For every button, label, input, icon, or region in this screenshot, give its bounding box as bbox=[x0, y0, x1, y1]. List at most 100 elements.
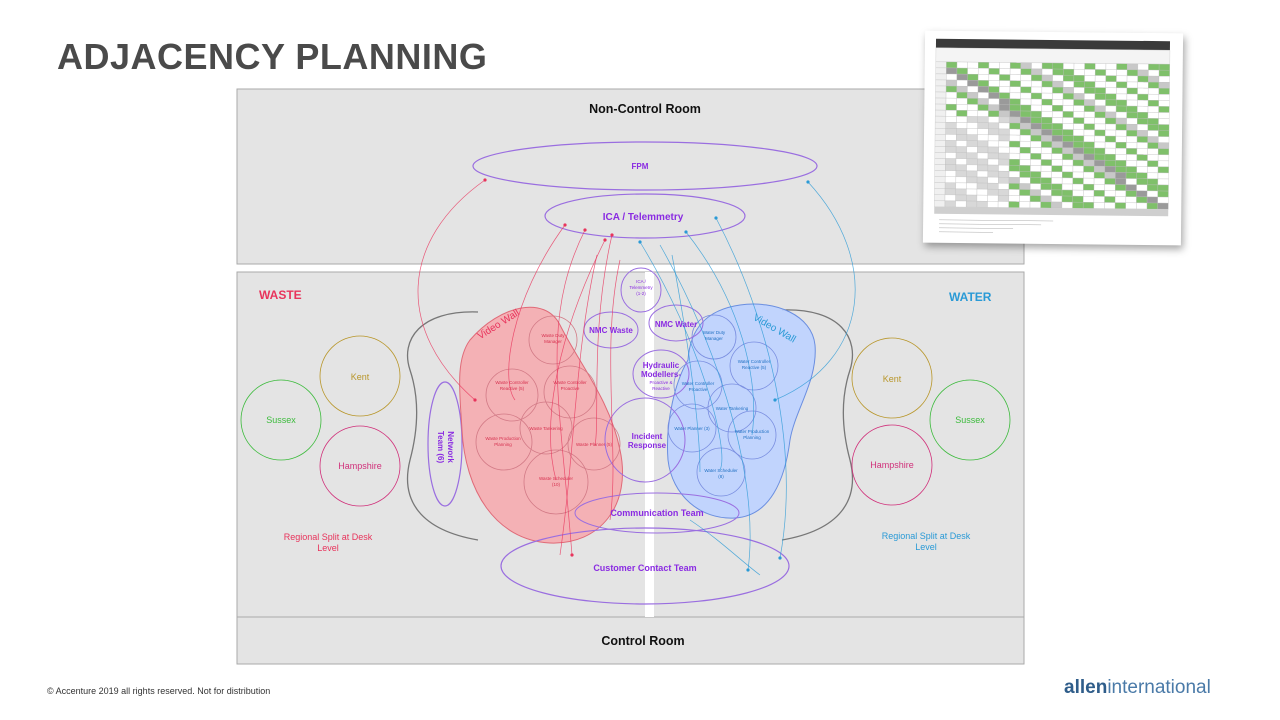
matrix-cell bbox=[988, 104, 1000, 111]
matrix-cell bbox=[1083, 123, 1095, 131]
matrix-cell bbox=[1136, 130, 1148, 137]
matrix-cell bbox=[934, 128, 946, 135]
matrix-cell bbox=[1094, 159, 1106, 167]
matrix-cell bbox=[934, 140, 946, 147]
matrix-cell bbox=[1061, 189, 1073, 197]
matrix-cell bbox=[987, 140, 999, 148]
matrix-cell bbox=[945, 176, 957, 183]
matrix-cell bbox=[1126, 124, 1138, 131]
matrix-cell bbox=[1126, 111, 1138, 119]
matrix-cell bbox=[1115, 154, 1127, 161]
matrix-cell bbox=[1137, 112, 1149, 119]
matrix-cell bbox=[1084, 99, 1096, 106]
matrix-cell bbox=[987, 134, 999, 142]
matrix-cell bbox=[1019, 165, 1031, 172]
matrix-cell bbox=[946, 61, 958, 69]
matrix-cell bbox=[1105, 63, 1117, 70]
matrix-cell bbox=[1009, 159, 1021, 166]
matrix-cell bbox=[1094, 141, 1106, 149]
matrix-cell bbox=[1019, 189, 1031, 196]
matrix-cell bbox=[966, 164, 978, 172]
matrix-cell bbox=[1072, 147, 1084, 155]
waste-planner-label: Waste Planner (5) bbox=[576, 442, 613, 447]
matrix-cell bbox=[1147, 136, 1159, 143]
matrix-cell bbox=[1125, 184, 1137, 191]
matrix-cell bbox=[935, 97, 947, 105]
matrix-cell bbox=[1126, 99, 1138, 107]
matrix-cell bbox=[1020, 68, 1032, 76]
matrix-cell bbox=[1009, 80, 1021, 87]
logo-light: international bbox=[1107, 677, 1211, 698]
matrix-cell bbox=[977, 158, 989, 166]
matrix-cell bbox=[1030, 177, 1042, 184]
matrix-cell bbox=[978, 68, 990, 75]
matrix-cell bbox=[1158, 76, 1170, 83]
matrix-cell bbox=[1158, 94, 1170, 101]
matrix-cell bbox=[1136, 178, 1148, 185]
matrix-cell bbox=[998, 158, 1010, 166]
matrix-cell bbox=[945, 158, 957, 165]
matrix-cell bbox=[966, 152, 978, 160]
matrix-cell bbox=[988, 80, 1000, 87]
matrix-cell bbox=[935, 109, 947, 117]
matrix-cell bbox=[1136, 196, 1148, 204]
matrix-cell bbox=[1062, 87, 1074, 94]
matrix-cell bbox=[1051, 141, 1063, 148]
matrix-cell bbox=[977, 104, 989, 111]
matrix-cell bbox=[1030, 183, 1042, 190]
waste-regional-split-line1: Regional Split at Desk bbox=[284, 532, 373, 542]
hydraulic-ellipse bbox=[632, 349, 690, 399]
matrix-cell bbox=[946, 67, 958, 75]
matrix-cell bbox=[956, 79, 968, 87]
matrix-cell bbox=[1116, 63, 1128, 70]
matrix-cell bbox=[955, 194, 967, 202]
matrix-cell bbox=[966, 122, 978, 129]
matrix-cell bbox=[1115, 172, 1127, 179]
matrix-cell bbox=[1084, 75, 1096, 82]
matrix-cell bbox=[1093, 196, 1105, 203]
water-production-planning-line2: Planning bbox=[743, 435, 761, 440]
water-tankering-label: Water Tankering bbox=[716, 406, 749, 411]
matrix-cell bbox=[934, 164, 946, 171]
matrix-cell bbox=[987, 195, 999, 202]
matrix-cell bbox=[934, 158, 946, 165]
water-controller-proactive-line2: Proactive bbox=[689, 387, 708, 392]
matrix-cell bbox=[987, 201, 999, 208]
matrix-cell bbox=[1041, 92, 1053, 100]
matrix-cell bbox=[998, 104, 1010, 112]
matrix-cell bbox=[1084, 63, 1096, 70]
matrix-cell bbox=[1008, 189, 1020, 196]
matrix-cell bbox=[1083, 190, 1095, 197]
matrix-cell bbox=[1157, 160, 1169, 168]
matrix-cell bbox=[955, 164, 967, 171]
matrix-cell bbox=[1019, 128, 1031, 136]
matrix-cell bbox=[1030, 123, 1042, 130]
matrix-cell bbox=[1126, 93, 1138, 101]
matrix-cell bbox=[977, 152, 989, 160]
matrix-cell bbox=[955, 200, 967, 208]
matrix-cell bbox=[1073, 141, 1085, 149]
matrix-cell bbox=[1148, 69, 1160, 77]
matrix-cell bbox=[1019, 147, 1031, 154]
matrix-cell bbox=[978, 62, 990, 69]
matrix-cell bbox=[1084, 87, 1096, 94]
matrix-cell bbox=[1019, 201, 1031, 208]
matrix-cell bbox=[935, 61, 947, 69]
waste-controller-reactive-circle bbox=[485, 368, 539, 422]
waste-production-planning-line2: Planning bbox=[494, 442, 512, 447]
matrix-cell bbox=[1040, 189, 1052, 197]
matrix-cell bbox=[1158, 142, 1170, 149]
waste-kent-circle bbox=[319, 335, 401, 417]
matrix-cell bbox=[1105, 129, 1117, 137]
matrix-cell bbox=[1114, 202, 1126, 209]
water-controller-proactive-line1: Water Controller bbox=[682, 381, 715, 386]
matrix-cell bbox=[987, 183, 999, 190]
matrix-cell bbox=[1136, 148, 1148, 155]
matrix-cell bbox=[1041, 141, 1053, 148]
matrix-cell bbox=[944, 188, 956, 196]
matrix-cell bbox=[1030, 92, 1042, 100]
matrix-cell bbox=[1040, 195, 1052, 203]
matrix-cell bbox=[956, 61, 968, 69]
matrix-cell bbox=[1019, 195, 1031, 202]
hydraulic-line3: Proactive & bbox=[649, 380, 672, 385]
